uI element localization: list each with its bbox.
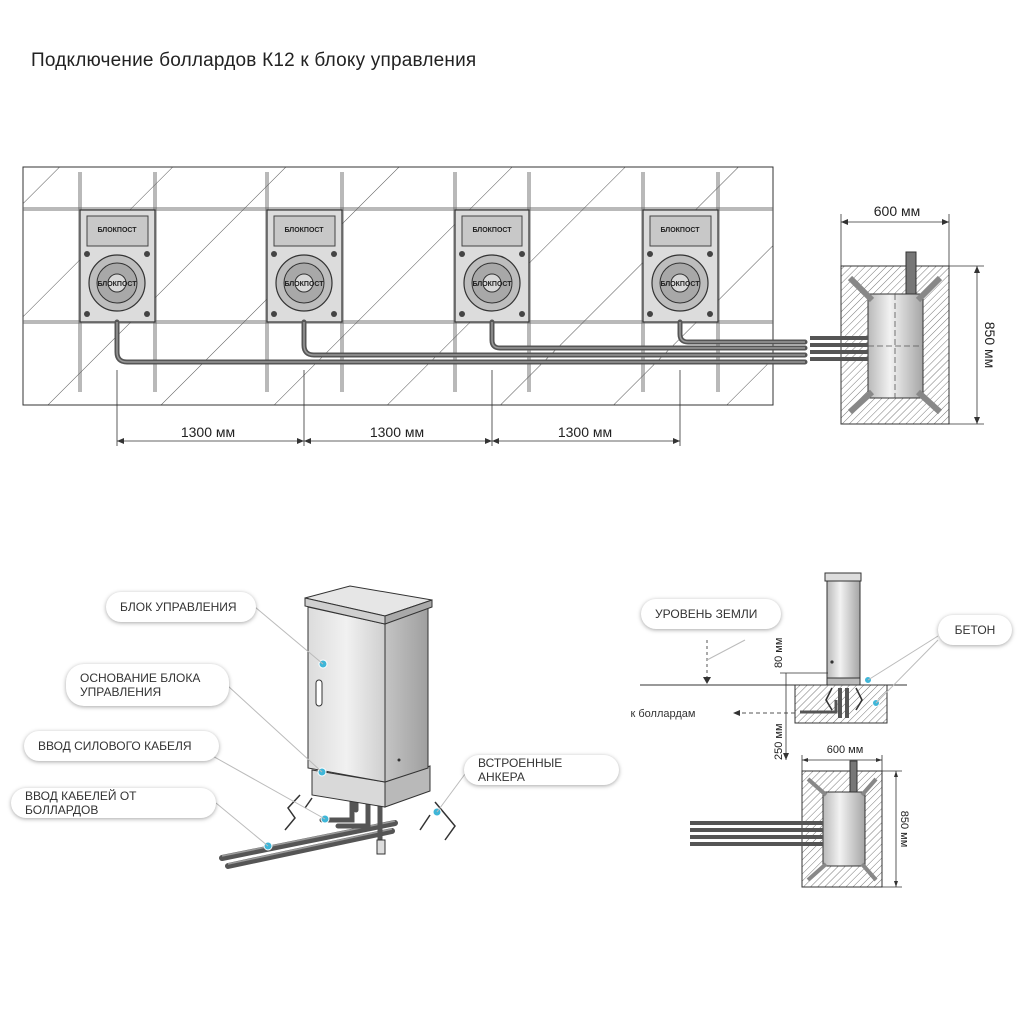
to-bollards-label: к боллардам: [631, 708, 696, 720]
spacing-label-2: 1300 мм: [370, 424, 424, 440]
bollard-logo: БЛОКПОСТ: [472, 227, 512, 234]
pit-height-label: 850 мм: [982, 322, 998, 369]
plan-view: БЛОКПОСТ БЛОКПОСТ БЛОКПОСТ БЛОКПОСТ БЛОК…: [22, 166, 808, 446]
bollard-logo: БЛОКПОСТ: [284, 227, 324, 234]
cabinet-pit-plan-small: 600 мм 850 мм: [690, 744, 910, 888]
bollard-box-2: БЛОКПОСТ БЛОКПОСТ: [266, 209, 343, 323]
callout-power-cable: ВВОД СИЛОВОГО КАБЕЛЯ: [24, 731, 219, 761]
spacing-label-1: 1300 мм: [181, 424, 235, 440]
dim-250-label: 250 мм: [773, 723, 785, 760]
pit-width-label-small: 600 мм: [827, 744, 864, 756]
bollard-box-1: БЛОКПОСТ БЛОКПОСТ: [79, 209, 156, 323]
control-cabinet-3d: [192, 585, 469, 869]
callout-anchors: ВСТРОЕННЫЕ АНКЕРА: [464, 755, 619, 785]
callout-control-base: ОСНОВАНИЕ БЛОКА УПРАВЛЕНИЯ: [66, 664, 229, 706]
pit-height-label-small: 850 мм: [898, 811, 910, 848]
bollard-logo: БЛОКПОСТ: [660, 281, 700, 288]
cabinet-pit-plan: 600 мм 850 мм: [810, 203, 998, 425]
bollard-logo: БЛОКПОСТ: [472, 281, 512, 288]
pit-width-label: 600 мм: [874, 203, 921, 219]
spacing-label-3: 1300 мм: [558, 424, 612, 440]
spacing-dimensions: [116, 370, 681, 446]
callout-ground-level: УРОВЕНЬ ЗЕМЛИ: [641, 599, 781, 629]
bollard-logo: БЛОКПОСТ: [97, 227, 137, 234]
bollard-logo: БЛОКПОСТ: [660, 227, 700, 234]
bollard-box-4: БЛОКПОСТ БЛОКПОСТ: [642, 209, 719, 323]
ground-section: к боллардам 80 мм 250 мм: [631, 572, 939, 760]
dim-80-label: 80 мм: [773, 638, 785, 668]
page-title: Подключение боллардов К12 к блоку управл…: [31, 50, 477, 71]
bollard-logo: БЛОКПОСТ: [284, 281, 324, 288]
callout-concrete: БЕТОН: [938, 615, 1012, 645]
bollard-box-3: БЛОКПОСТ БЛОКПОСТ: [454, 209, 530, 323]
bollard-logo: БЛОКПОСТ: [97, 281, 137, 288]
callout-control-unit: БЛОК УПРАВЛЕНИЯ: [106, 592, 256, 622]
callout-bollard-cables: ВВОД КАБЕЛЕЙ ОТ БОЛЛАРДОВ: [11, 788, 216, 818]
